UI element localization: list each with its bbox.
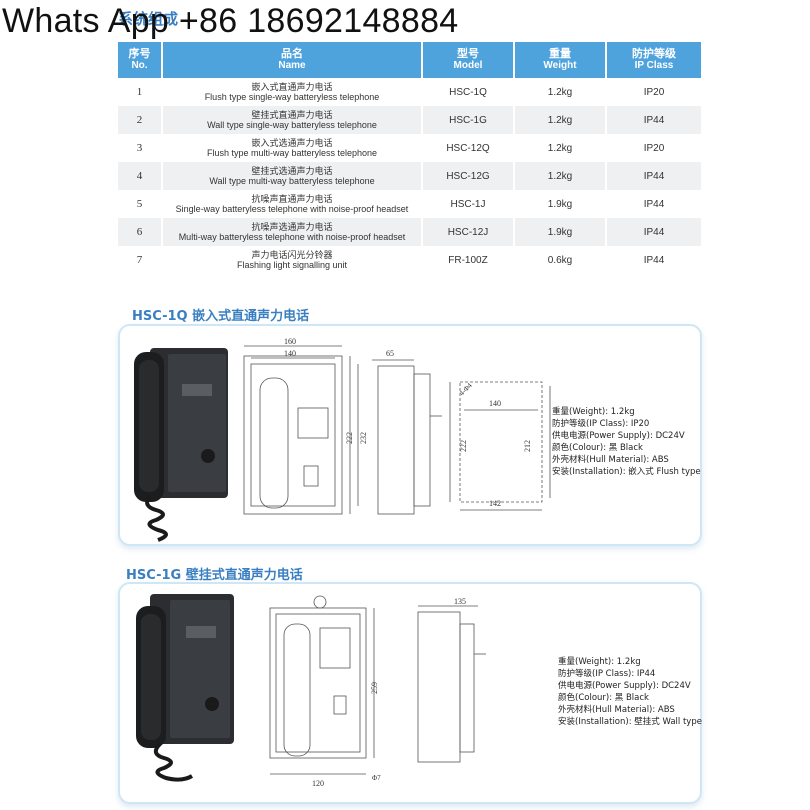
hsc-1g-side-view [417,605,486,763]
spec-power-supply: 供电电源(Power Supply): DC24V [552,431,685,441]
hsc-1g-drawings: 259 120 Φ7 135 [136,594,486,788]
spec-weight: 重量(Weight): 1.2kg [558,657,641,667]
hsc-1g-heading: HSC-1G 壁挂式直通声力电话 [126,568,303,583]
hsc-1g-front-view [269,595,375,775]
dim-cut-w-top: 140 [489,399,501,408]
cell-no: 2 [118,106,163,134]
dim-cut-h-left: 222 [459,440,468,452]
dim-h-inner: 222 [345,432,354,444]
cell-ip: IP44 [606,106,703,134]
hsc-1q-panel: 160 140 222 232 65 140 142 222 212 4-Φ4 … [118,324,702,546]
dim-depth: 65 [386,349,394,358]
cell-ip: IP44 [606,218,703,246]
cell-ip: IP44 [606,162,703,190]
dim-hole-1g: Φ7 [372,774,381,782]
cell-model: HSC-12G [422,162,515,190]
dim-cut-w-bottom: 142 [489,499,501,508]
cell-weight: 1.9kg [514,218,607,246]
spec-ip-class: 防护等级(IP Class): IP44 [558,669,656,679]
cell-weight: 1.2kg [514,162,607,190]
cell-model: HSC-12Q [422,134,515,162]
cell-no: 1 [118,78,163,106]
spec-hull-material: 外壳材料(Hull Material): ABS [552,455,669,465]
cell-ip: IP44 [606,190,703,218]
spec-weight: 重量(Weight): 1.2kg [552,407,635,417]
spec-installation: 安装(Installation): 嵌入式 Flush type [552,467,701,477]
dim-width-bottom: 120 [312,779,324,788]
spec-colour: 颜色(Colour): 黑 Black [558,693,649,703]
cell-ip: IP44 [606,246,703,274]
system-composition-title: 系统组成 [118,10,179,28]
spec-power-supply: 供电电源(Power Supply): DC24V [558,681,691,691]
cell-model: HSC-1G [422,106,515,134]
dim-h-outer: 232 [359,432,368,444]
cell-no: 4 [118,162,163,190]
hsc-1q-phone-photo [134,348,228,542]
cell-no: 6 [118,218,163,246]
cell-model: HSC-12J [422,218,515,246]
dim-w-inner: 140 [284,349,296,358]
cell-model: FR-100Z [422,246,515,274]
dim-depth-1g: 135 [454,597,466,606]
cell-model: HSC-1Q [422,78,515,106]
spec-hull-material: 外壳材料(Hull Material): ABS [558,705,675,715]
cell-no: 5 [118,190,163,218]
whatsapp-watermark: Whats App +86 18692148884 [2,2,459,40]
spec-installation: 安装(Installation): 壁挂式 Wall type [558,717,702,727]
cell-weight: 1.9kg [514,190,607,218]
cell-ip: IP20 [606,78,703,106]
dim-cut-h-right: 212 [523,440,532,452]
cell-model: HSC-1J [422,190,515,218]
dim-w-outer: 160 [284,337,296,346]
cell-no: 3 [118,134,163,162]
hsc-1q-specs: 重量(Weight): 1.2kg 防护等级(IP Class): IP20 供… [552,406,701,478]
hsc-1q-heading: HSC-1Q 嵌入式直通声力电话 [132,309,310,324]
cell-no: 7 [118,246,163,274]
cell-ip: IP20 [606,134,703,162]
cell-weight: 1.2kg [514,134,607,162]
spec-ip-class: 防护等级(IP Class): IP20 [552,419,650,429]
hsc-1q-cutout-view [449,381,551,511]
hsc-1q-side-view [372,359,442,515]
hsc-1g-phone-photo [136,594,234,782]
cell-weight: 1.2kg [514,78,607,106]
hsc-1q-drawings: 160 140 222 232 65 140 142 222 212 4-Φ4 [134,337,551,542]
dim-height: 259 [370,682,379,694]
hsc-1g-panel: 259 120 Φ7 135 重量(Weight): 1.2kg 防护等级(IP… [118,582,702,804]
cell-weight: 1.2kg [514,106,607,134]
hsc-1g-specs: 重量(Weight): 1.2kg 防护等级(IP Class): IP44 供… [558,656,702,728]
cell-weight: 0.6kg [514,246,607,274]
hsc-1q-front-view [243,345,359,515]
spec-colour: 颜色(Colour): 黑 Black [552,443,643,453]
